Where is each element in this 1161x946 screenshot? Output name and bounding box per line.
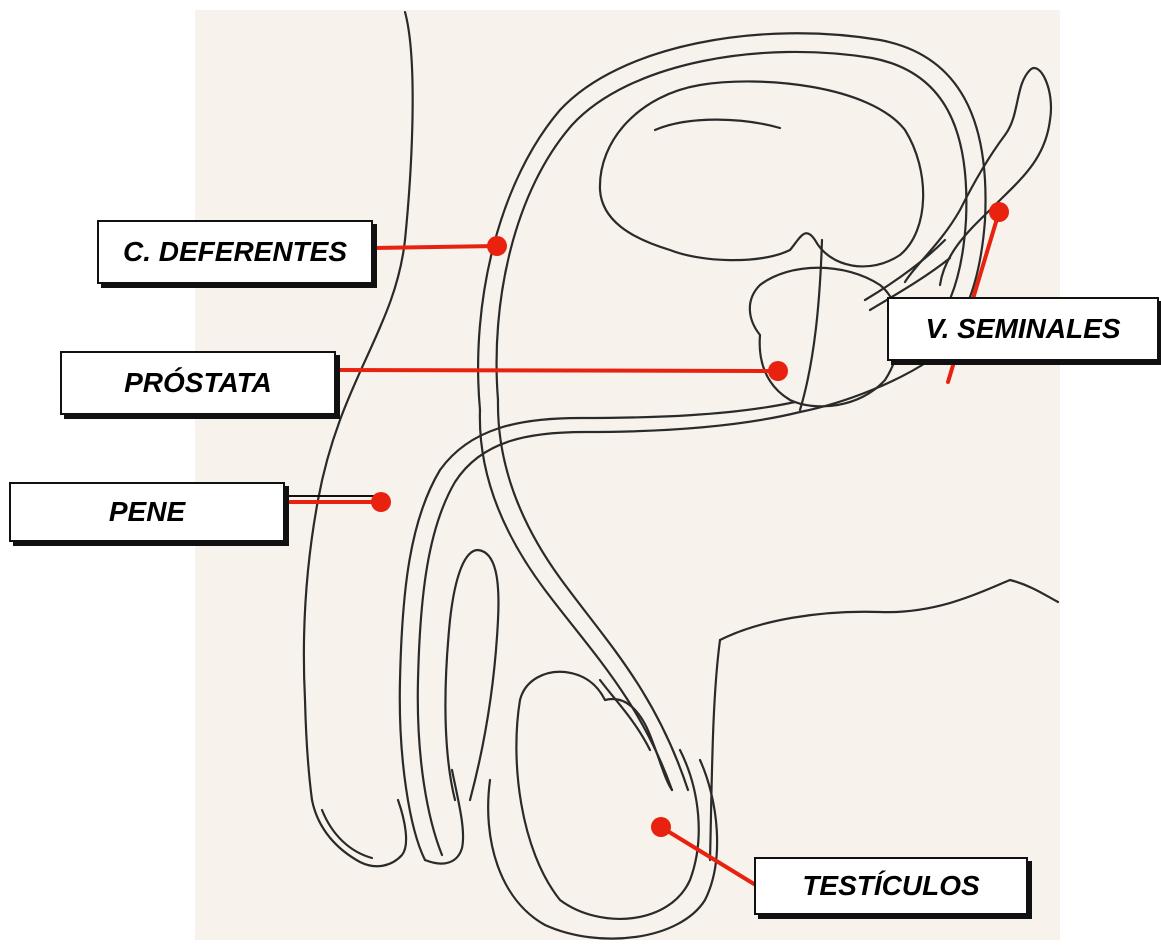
paper-background (195, 10, 1060, 940)
pointer-dot-testiculos (651, 817, 671, 837)
label-testicles: TESTÍCULOS (754, 857, 1028, 915)
label-vas-deferens: C. DEFERENTES (97, 220, 373, 284)
pointer-dot-prostata (768, 361, 788, 381)
label-prostate: PRÓSTATA (60, 351, 336, 415)
pointer-dot-pene (371, 492, 391, 512)
label-penis: PENE (9, 482, 285, 542)
label-seminal-vesicles: V. SEMINALES (887, 297, 1159, 361)
pointer-dot-deferentes (487, 236, 507, 256)
pointer-dot-seminales (989, 202, 1009, 222)
pointer-line-prostata (336, 370, 778, 371)
pointer-line-deferentes (373, 246, 497, 248)
